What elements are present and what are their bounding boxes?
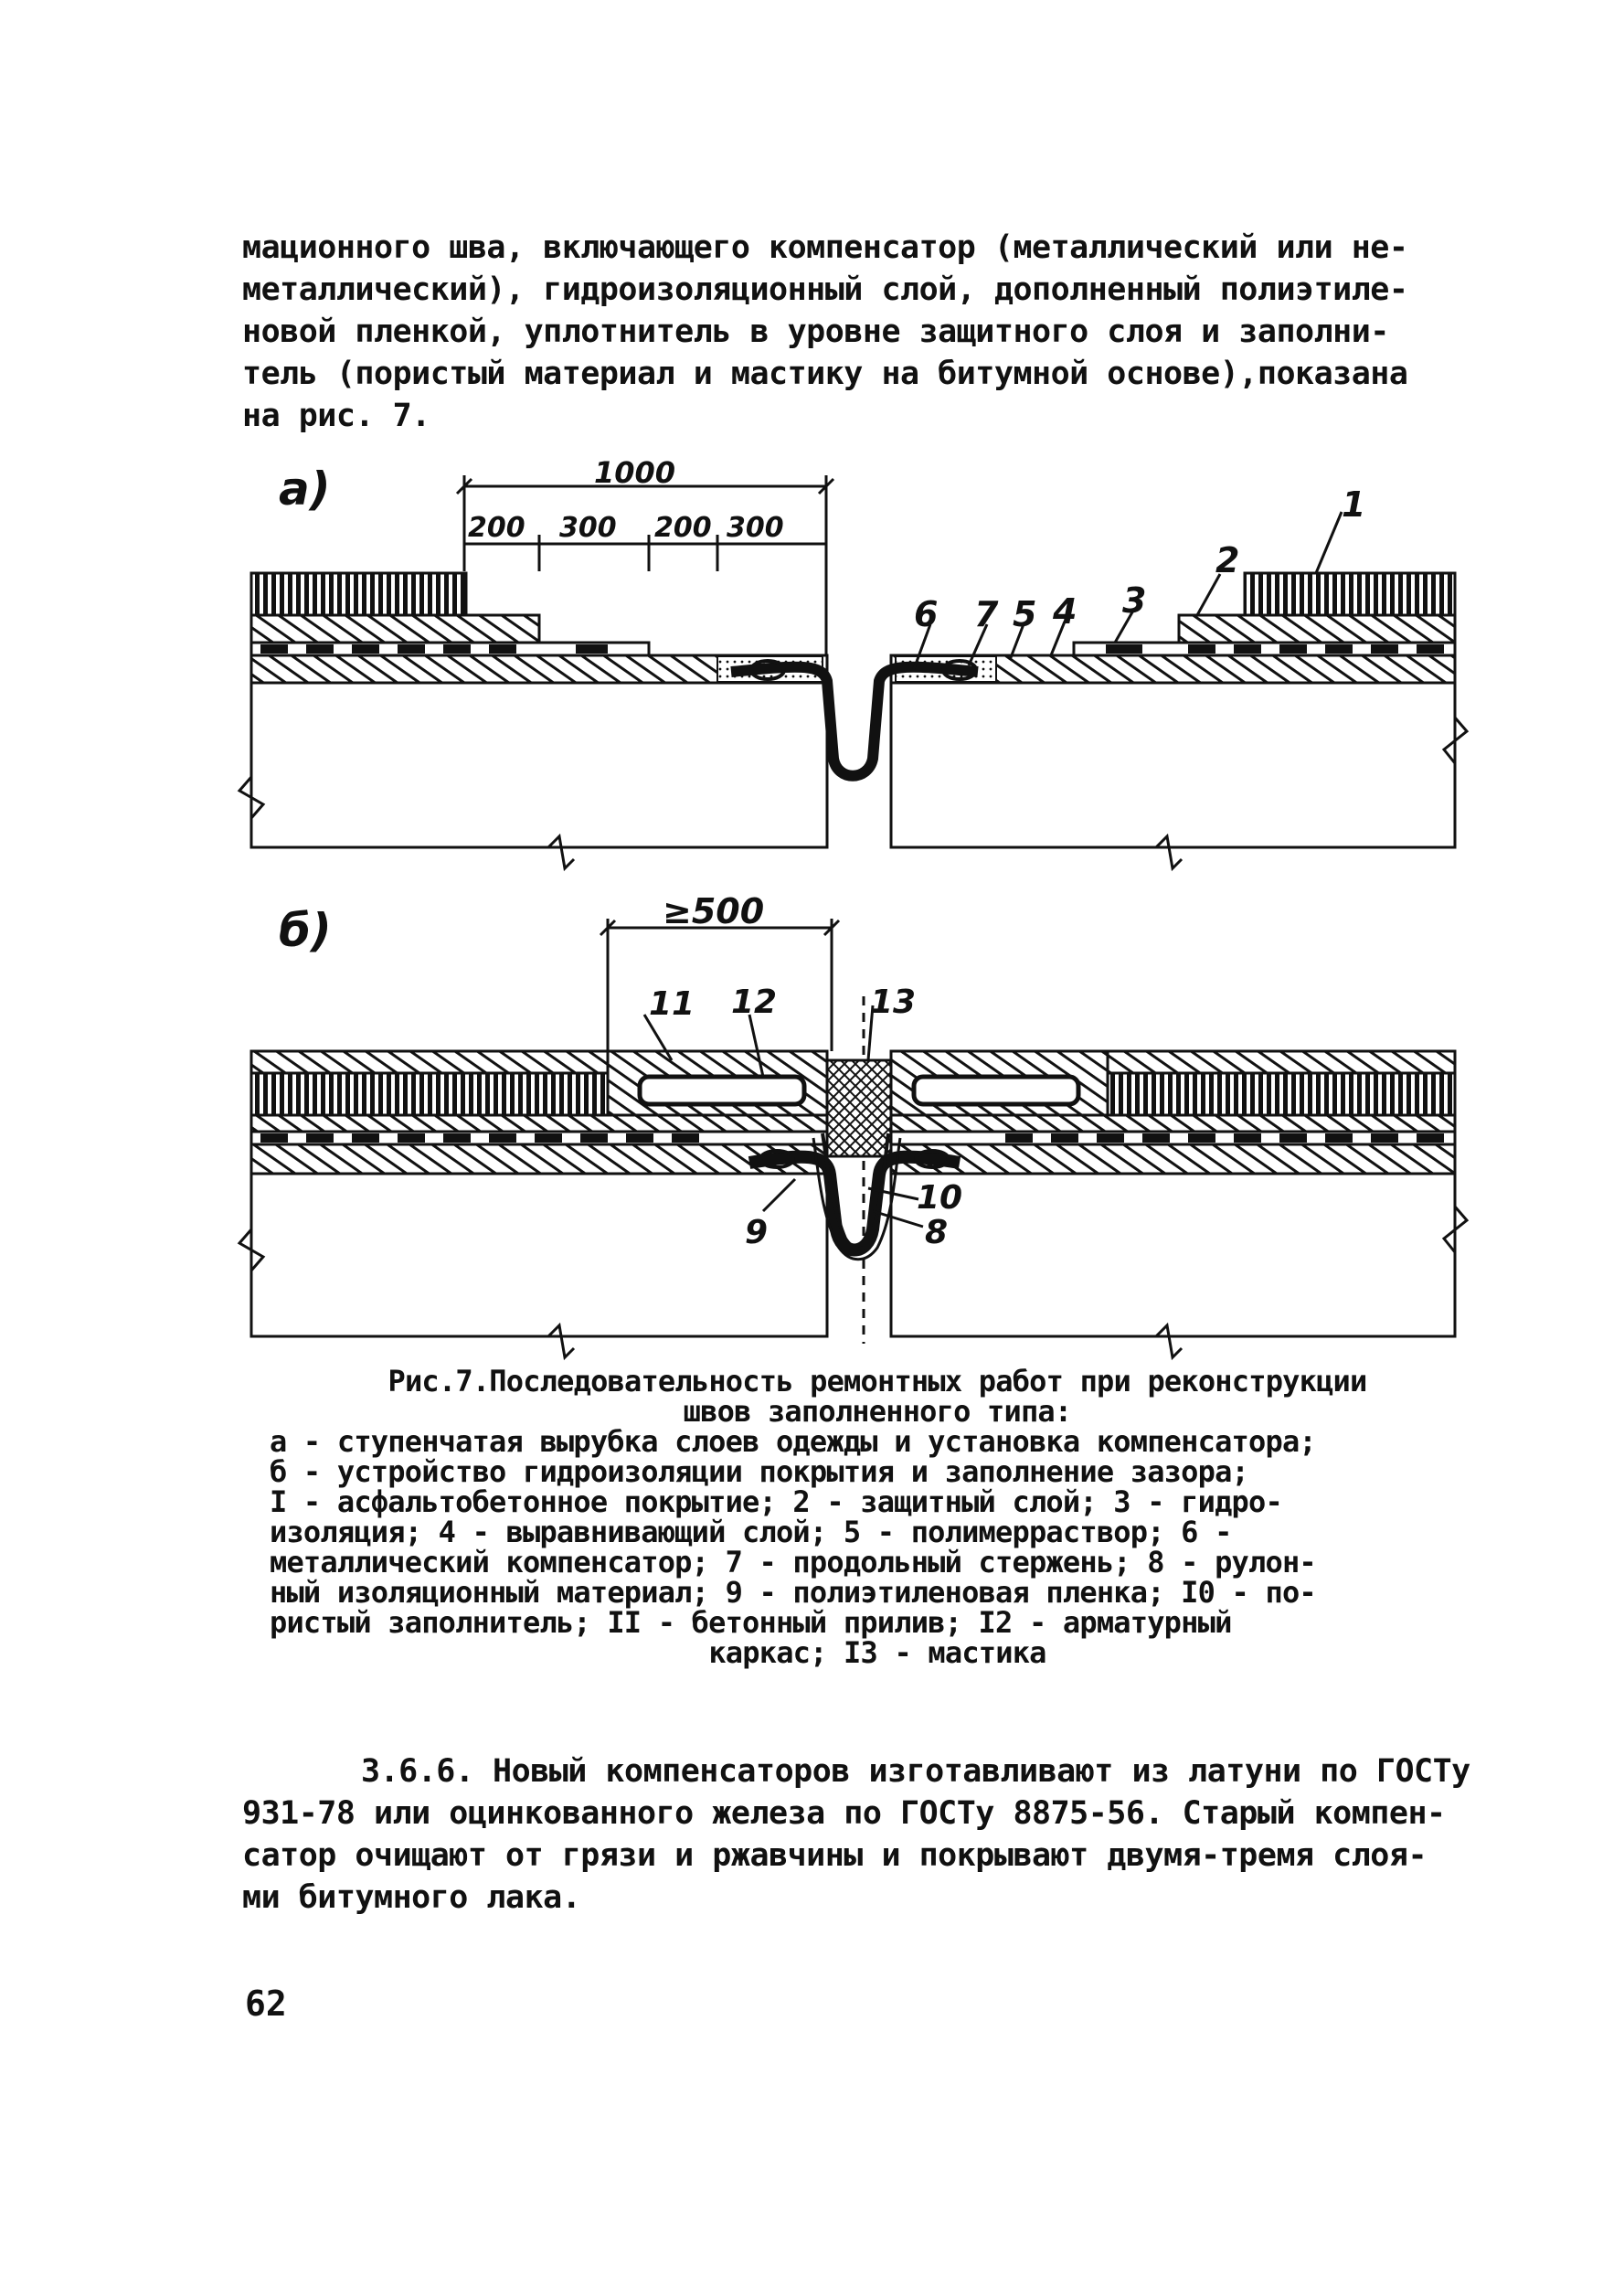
rebar-frame-left	[637, 1074, 807, 1107]
paragraph-bottom: 3.6.6. Новый компенсаторов изготавливают…	[242, 1750, 1470, 1919]
text-line: металлический), гидроизоляционный слой, …	[242, 271, 1408, 308]
text-line: сатор очищают от грязи и ржавчины и покр…	[242, 1837, 1428, 1874]
callout-8: 8	[925, 1214, 948, 1251]
mastic-fill	[825, 1058, 893, 1158]
callout-1: 1	[1342, 484, 1365, 525]
callout-12: 12	[731, 984, 777, 1021]
dimension-part-1: 200	[468, 512, 525, 544]
callout-9: 9	[745, 1214, 768, 1251]
dimension-lines-b	[599, 919, 865, 1344]
callout-5: 5	[1013, 594, 1036, 634]
panel-b: б) ≥500	[237, 891, 1470, 1361]
callout-4: 4	[1052, 591, 1077, 632]
text-line: мационного шва, включающего компенсатор …	[242, 229, 1408, 266]
caption-title-cont: швов заполненного типа:	[683, 1394, 1073, 1429]
callout-13: 13	[870, 984, 916, 1021]
dimension-part-4: 300	[727, 512, 784, 544]
polyethylene-film	[812, 1137, 902, 1261]
dimension-total-a: 1000	[594, 455, 675, 490]
protective-layer-right	[1177, 613, 1457, 644]
caption-title: Рис.7.Последовательность ремонтных работ…	[387, 1364, 1367, 1399]
callout-7: 7	[974, 594, 999, 634]
asphalt-layer-left	[249, 571, 468, 617]
figure-caption: Рис.7.Последовательность ремонтных работ…	[270, 1367, 1485, 1668]
protective-layer-left	[249, 613, 541, 644]
panel-a-label: а)	[279, 463, 331, 516]
dimension-part-2: 300	[559, 512, 617, 544]
callout-11: 11	[649, 985, 695, 1023]
concrete-slab-right	[889, 681, 1457, 849]
asphalt-layer-right-b	[1106, 1071, 1457, 1117]
panel-b-label: б)	[279, 904, 332, 957]
roll-insulation	[821, 1133, 890, 1251]
dimension-b: ≥500	[663, 891, 764, 931]
rebar-frame-right	[911, 1074, 1081, 1107]
text-line: ми битумного лака.	[242, 1879, 581, 1916]
concrete-slab-left	[249, 681, 829, 849]
callout-3: 3	[1122, 580, 1146, 621]
caption-line: б - устройство гидроизоляции покрытия и …	[270, 1454, 1249, 1489]
callout-6: 6	[914, 594, 938, 634]
page-number: 62	[245, 1984, 287, 2024]
caption-line: а - ступенчатая вырубка слоев одежды и у…	[270, 1424, 1317, 1459]
text-line: 3.6.6. Новый компенсаторов изготавливают…	[361, 1753, 1470, 1790]
caption-line: каркас; I3 - мастика	[708, 1635, 1046, 1670]
asphalt-layer-left-b	[249, 1071, 610, 1117]
metal-compensator	[730, 661, 979, 782]
concrete-slab-right-b	[889, 1172, 1457, 1338]
asphalt-layer-right	[1243, 571, 1457, 617]
caption-line: металлический компенсатор; 7 - продольны…	[270, 1545, 1317, 1579]
text-line: новой пленкой, уплотнитель в уровне защи…	[242, 314, 1389, 350]
caption-line: ристый заполнитель; II - бетонный прилив…	[270, 1605, 1232, 1640]
text-line: на рис. 7.	[242, 398, 430, 434]
caption-line: изоляция; 4 - выравнивающий слой; 5 - по…	[270, 1515, 1232, 1549]
panel-a: а) 1000 200 300 200 300	[237, 455, 1470, 872]
caption-line: ный изоляционный материал; 9 - полиэтиле…	[270, 1575, 1317, 1610]
dimension-lines-a	[455, 475, 835, 695]
callout-10: 10	[917, 1179, 962, 1217]
dimension-part-3: 200	[654, 512, 712, 544]
concrete-slab-left-b	[249, 1172, 829, 1338]
text-line: 931-78 или оцинкованного железа по ГОСТу…	[242, 1795, 1446, 1832]
text-line: тель (пористый материал и мастику на бит…	[242, 356, 1408, 392]
callout-2: 2	[1215, 540, 1239, 580]
paragraph-top: мационного шва, включающего компенсатор …	[242, 227, 1458, 437]
caption-line: I - асфальтобетонное покрытие; 2 - защит…	[270, 1484, 1283, 1519]
